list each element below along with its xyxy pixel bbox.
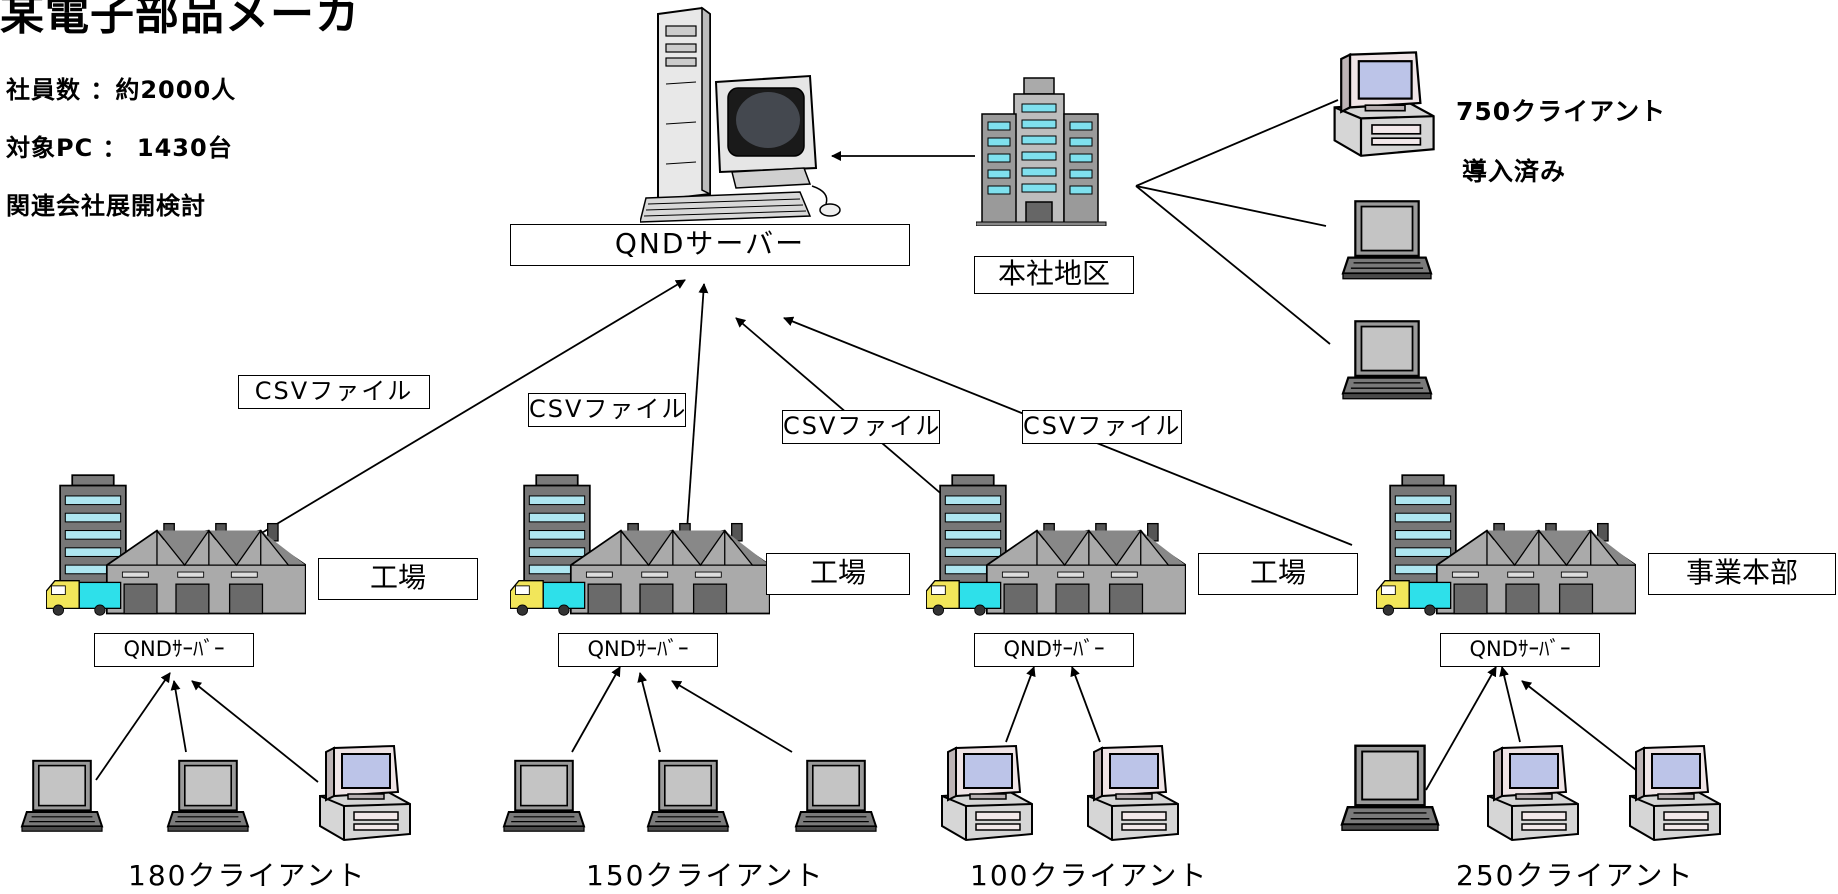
site-client-count: 100クライアント (970, 859, 1209, 892)
factory-icon (46, 474, 306, 617)
site-label: 工場 (1198, 553, 1358, 595)
laptop-icon (1340, 744, 1440, 832)
site-client-count: 150クライアント (586, 859, 825, 892)
expansion-plan: 関連会社展開検討 (6, 192, 206, 220)
desktop-pc-icon (318, 744, 412, 842)
hq-client-link (1135, 99, 1339, 187)
site1-client-arrow (191, 680, 319, 783)
factory-icon (1376, 474, 1636, 617)
desktop-pc-icon (1086, 744, 1180, 842)
site2-csv-arrow (686, 283, 709, 531)
site-server-label: QNDｻｰﾊﾞｰ (1440, 633, 1600, 667)
site-server-label: QNDｻｰﾊﾞｰ (974, 633, 1134, 667)
csv-file-label: CSVファイル (1022, 410, 1182, 444)
main-server-label: QNDサーバー (510, 224, 910, 266)
csv-file-label: CSVファイル (238, 375, 430, 409)
employee-count: 社員数 ：約2000人 (6, 76, 237, 104)
hq-label: 本社地区 (974, 256, 1134, 294)
site-server-label: QNDｻｰﾊﾞｰ (558, 633, 718, 667)
laptop-icon (20, 759, 104, 833)
desktop-pc-icon (940, 744, 1034, 842)
csv-file-label: CSVファイル (528, 393, 686, 427)
site-client-count: 250クライアント (1456, 859, 1695, 892)
factory-icon (926, 474, 1186, 617)
laptop-icon (166, 759, 250, 833)
hq-client-count: 750クライアント (1456, 97, 1667, 126)
site3-csv-arrow (735, 317, 946, 498)
desktop-pc-icon (1628, 744, 1722, 842)
hq-client-link (1135, 185, 1331, 345)
site2-client-arrow (671, 680, 793, 753)
desktop-pc-icon (1333, 51, 1435, 157)
laptop-icon (502, 759, 586, 833)
site-label: 事業本部 (1648, 553, 1836, 595)
desktop-pc-icon (1486, 744, 1580, 842)
main-server-icon (640, 7, 841, 223)
site-label: 工場 (318, 558, 478, 600)
site4-client-arrow (1521, 680, 1637, 771)
site1-client-arrow (95, 672, 171, 781)
laptop-icon (1341, 199, 1433, 281)
laptop-icon (794, 759, 878, 833)
hq-building-icon (976, 77, 1107, 226)
hq-client-link (1135, 185, 1327, 227)
site2-client-arrow (637, 672, 661, 753)
csv-file-label: CSVファイル (782, 410, 940, 444)
laptop-icon (1341, 319, 1433, 401)
laptop-icon (646, 759, 730, 833)
diagram-title: 某電子部品メーカ (0, 0, 360, 40)
site3-client-arrow (1005, 666, 1036, 743)
site-client-count: 180クライアント (128, 859, 367, 892)
site1-csv-arrow (254, 279, 686, 538)
site3-client-arrow (1070, 666, 1101, 743)
site4-client-arrow (1499, 666, 1521, 743)
factory-icon (510, 474, 770, 617)
site4-client-arrow (1425, 666, 1497, 791)
hq-status: 導入済み (1462, 157, 1567, 186)
site-server-label: QNDｻｰﾊﾞｰ (94, 633, 254, 667)
site1-client-arrow (170, 680, 187, 753)
site2-client-arrow (571, 666, 621, 753)
site-label: 工場 (766, 553, 910, 595)
target-pc-count: 対象PC ： 1430台 (6, 134, 233, 162)
